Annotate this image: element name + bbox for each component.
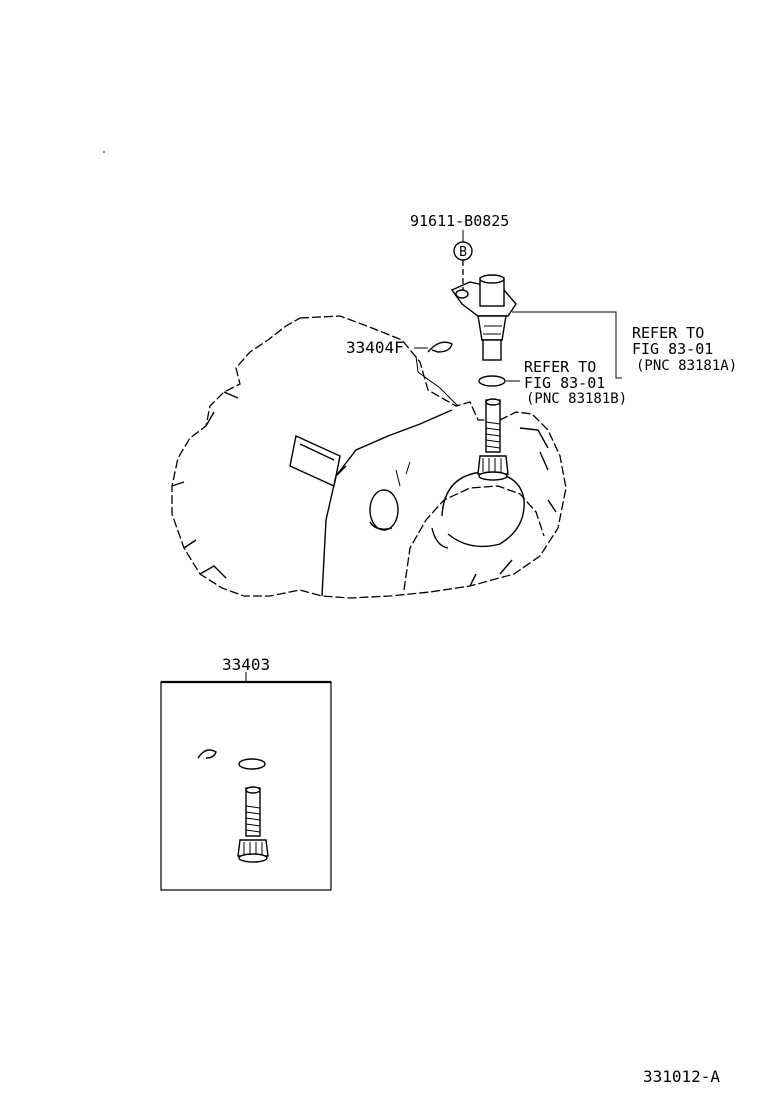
inspection-window: [289, 434, 341, 488]
speed-sensor: [450, 274, 517, 361]
o-ring: [478, 375, 506, 387]
kit-gear-teeth: [243, 842, 263, 858]
case-face: [321, 409, 453, 597]
refer-b-line2: FIG 83-01: [524, 374, 605, 392]
retaining-clip: [427, 341, 453, 353]
case-rim: [403, 485, 545, 591]
housing-lip: [431, 527, 449, 549]
kit-gear-base: [238, 853, 268, 863]
refer-b-line3: (PNC 83181B): [526, 391, 627, 407]
housing-outline: [171, 315, 567, 599]
driven-gear-assembly: [477, 398, 509, 481]
kit-clip: [197, 749, 217, 759]
gear-base: [478, 471, 508, 481]
sensor-ribs: [483, 325, 502, 335]
clip-part-number: 33404F: [346, 338, 404, 357]
sensor-body: [477, 315, 507, 341]
sensor-tip: [482, 339, 502, 361]
transmission-housing: [171, 315, 567, 599]
differential-housing: [441, 471, 525, 548]
gear-teeth: [482, 458, 502, 474]
refer-a-line2: FIG 83-01: [632, 340, 713, 358]
shaft-tip: [485, 398, 501, 406]
bolt-part-number: 91611-B0825: [410, 212, 509, 230]
figure-id: 331012-A: [643, 1067, 720, 1086]
speck: [103, 151, 105, 153]
kit-part-number: 33403: [222, 655, 270, 674]
case-ribs: [469, 427, 557, 587]
bore-rim: [369, 521, 393, 530]
shaft-threads: [485, 421, 501, 449]
leader-lines: [245, 230, 622, 682]
refer-a-line3: (PNC 83181A): [636, 358, 737, 374]
flange-bolt-hole: [455, 289, 469, 299]
gear-shaft: [485, 399, 501, 453]
bolt-marker-circle: [453, 241, 473, 261]
bolt-marker-letter: B: [459, 245, 467, 260]
kit-box: [160, 680, 332, 891]
refer-a-line1: REFER TO: [632, 324, 704, 342]
bearing-bore: [369, 489, 399, 531]
kit-gear: [237, 839, 269, 857]
connector-top: [479, 274, 505, 284]
case-detail: [395, 461, 411, 487]
kit-o-ring: [238, 758, 266, 770]
refer-b-line1: REFER TO: [524, 358, 596, 376]
housing-flange: [171, 391, 239, 579]
kit-shaft-tip: [245, 786, 261, 794]
kit-shaft-threads: [245, 805, 261, 833]
